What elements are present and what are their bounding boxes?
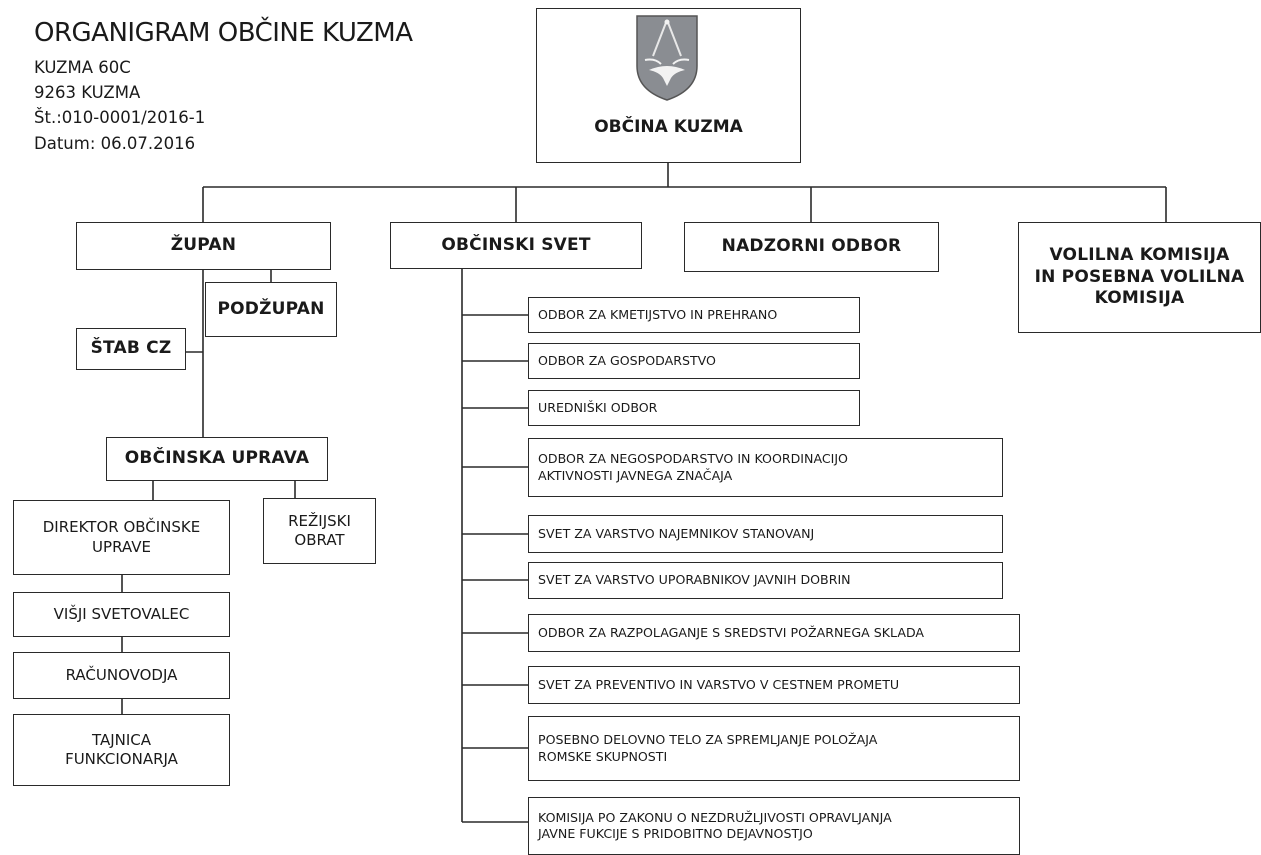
obcinski-svet-label: OBČINSKI SVET bbox=[441, 234, 591, 255]
address-line: KUZMA 60C bbox=[34, 58, 131, 77]
racunovodja-label: RAČUNOVODJA bbox=[65, 665, 178, 684]
committee-label: UREDNIŠKI ODBOR bbox=[538, 399, 658, 415]
document-number: Št.:010-0001/2016-1 bbox=[34, 108, 206, 127]
root-label: OBČINA KUZMA bbox=[594, 117, 743, 137]
committee-box: ODBOR ZA KMETIJSTVO IN PREHRANO bbox=[528, 297, 860, 333]
visji-svetovalec-box: VIŠJI SVETOVALEC bbox=[13, 592, 230, 637]
page-title: ORGANIGRAM OBČINE KUZMA bbox=[34, 18, 413, 48]
volilna-komisija-label: VOLILNA KOMISIJA IN POSEBNA VOLILNA KOMI… bbox=[1034, 244, 1245, 309]
committee-label: ODBOR ZA NEGOSPODARSTVO IN KOORDINACIJO … bbox=[538, 451, 848, 483]
root-box-obcina: OBČINA KUZMA bbox=[536, 8, 801, 163]
rezijski-obrat-label: REŽIJSKI OBRAT bbox=[288, 511, 351, 549]
tajnica-label: TAJNICA FUNKCIONARJA bbox=[65, 730, 178, 768]
podzupan-box: PODŽUPAN bbox=[205, 282, 337, 337]
committee-box: SVET ZA VARSTVO UPORABNIKOV JAVNIH DOBRI… bbox=[528, 562, 1003, 599]
obcinska-uprava-box: OBČINSKA UPRAVA bbox=[106, 437, 328, 481]
podzupan-label: PODŽUPAN bbox=[217, 298, 325, 319]
postal-line: 9263 KUZMA bbox=[34, 83, 141, 102]
stab-cz-label: ŠTAB CZ bbox=[90, 338, 172, 359]
zupan-label: ŽUPAN bbox=[170, 235, 237, 256]
tajnica-box: TAJNICA FUNKCIONARJA bbox=[13, 714, 230, 786]
committee-label: KOMISIJA PO ZAKONU O NEZDRUŽLJIVOSTI OPR… bbox=[538, 809, 892, 841]
racunovodja-box: RAČUNOVODJA bbox=[13, 652, 230, 699]
document-date: Datum: 06.07.2016 bbox=[34, 134, 196, 153]
visji-svetovalec-label: VIŠJI SVETOVALEC bbox=[53, 604, 190, 623]
rezijski-obrat-box: REŽIJSKI OBRAT bbox=[263, 498, 376, 564]
committee-label: ODBOR ZA KMETIJSTVO IN PREHRANO bbox=[538, 306, 778, 322]
committee-box: SVET ZA PREVENTIVO IN VARSTVO V CESTNEM … bbox=[528, 666, 1020, 704]
committee-label: SVET ZA VARSTVO NAJEMNIKOV STANOVANJ bbox=[538, 525, 815, 541]
committee-box: UREDNIŠKI ODBOR bbox=[528, 390, 860, 426]
committee-box: SVET ZA VARSTVO NAJEMNIKOV STANOVANJ bbox=[528, 515, 1003, 553]
coat-of-arms-icon bbox=[636, 15, 698, 101]
committee-label: SVET ZA VARSTVO UPORABNIKOV JAVNIH DOBRI… bbox=[538, 572, 851, 588]
committee-label: POSEBNO DELOVNO TELO ZA SPREMLJANJE POLO… bbox=[538, 732, 878, 764]
nadzorni-odbor-label: NADZORNI ODBOR bbox=[721, 236, 902, 257]
zupan-box: ŽUPAN bbox=[76, 222, 331, 270]
committee-box: KOMISIJA PO ZAKONU O NEZDRUŽLJIVOSTI OPR… bbox=[528, 797, 1020, 855]
committee-label: ODBOR ZA RAZPOLAGANJE S SREDSTVI POŽARNE… bbox=[538, 624, 925, 640]
committee-box: ODBOR ZA GOSPODARSTVO bbox=[528, 343, 860, 379]
committee-box: ODBOR ZA NEGOSPODARSTVO IN KOORDINACIJO … bbox=[528, 438, 1003, 497]
volilna-komisija-box: VOLILNA KOMISIJA IN POSEBNA VOLILNA KOMI… bbox=[1018, 222, 1261, 333]
obcinski-svet-box: OBČINSKI SVET bbox=[390, 222, 642, 269]
committee-label: SVET ZA PREVENTIVO IN VARSTVO V CESTNEM … bbox=[538, 676, 900, 692]
committee-box: ODBOR ZA RAZPOLAGANJE S SREDSTVI POŽARNE… bbox=[528, 614, 1020, 652]
nadzorni-odbor-box: NADZORNI ODBOR bbox=[684, 222, 939, 272]
committee-box: POSEBNO DELOVNO TELO ZA SPREMLJANJE POLO… bbox=[528, 716, 1020, 781]
stab-cz-box: ŠTAB CZ bbox=[76, 328, 186, 370]
direktor-label: DIREKTOR OBČINSKE UPRAVE bbox=[42, 518, 201, 556]
obcinska-uprava-label: OBČINSKA UPRAVA bbox=[124, 448, 310, 469]
committee-label: ODBOR ZA GOSPODARSTVO bbox=[538, 352, 716, 368]
direktor-box: DIREKTOR OBČINSKE UPRAVE bbox=[13, 500, 230, 575]
